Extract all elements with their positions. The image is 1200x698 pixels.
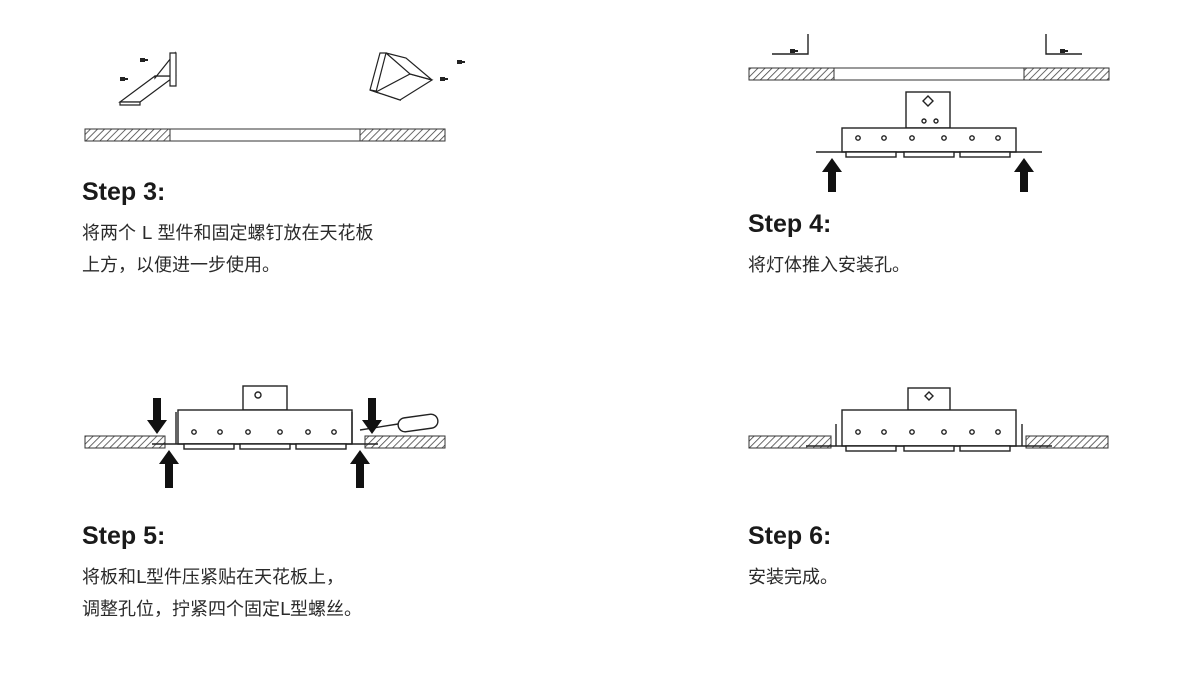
step-6-line-1: 安装完成。	[748, 567, 838, 588]
lamp-body	[806, 387, 1052, 452]
screw-icon	[120, 58, 148, 81]
push-up-arrow-icon	[159, 450, 370, 488]
l-bracket-right	[1045, 34, 1082, 55]
step-3-line-2: 上方，以便进一步使用。	[82, 255, 280, 276]
step-5-line-1: 将板和L型件压紧贴在天花板上，	[82, 567, 345, 588]
l-bracket-left	[772, 34, 809, 55]
ceiling-board	[84, 128, 446, 142]
step-5-title: Step 5:	[82, 522, 166, 550]
screw-icon	[440, 60, 465, 81]
lamp-body	[816, 91, 1042, 158]
step-6-title: Step 6:	[748, 522, 832, 550]
screwdriver-icon	[359, 413, 439, 433]
step-3-title: Step 3:	[82, 178, 166, 206]
step-6-description: 安装完成。	[748, 562, 838, 594]
ceiling-board	[748, 67, 1110, 81]
l-bracket-right	[369, 52, 434, 101]
ceiling-board	[748, 435, 1109, 449]
ceiling-board	[84, 435, 446, 449]
step-3-description: 将两个 L 型件和固定螺钉放在天花板 上方，以便进一步使用。	[82, 218, 373, 282]
step-5-illustration	[84, 385, 446, 488]
step-3-illustration	[84, 51, 465, 142]
step-5-line-2: 调整孔位，拧紧四个固定L型螺丝。	[82, 599, 363, 620]
lamp-body	[152, 385, 378, 450]
l-bracket-left	[118, 51, 177, 106]
push-down-arrow-icon	[147, 398, 382, 434]
step-6-illustration	[748, 387, 1109, 452]
screw-icon	[1060, 49, 1068, 53]
screw-icon	[790, 49, 798, 53]
step-5-description: 将板和L型件压紧贴在天花板上， 调整孔位，拧紧四个固定L型螺丝。	[82, 562, 362, 626]
step-4-illustration	[748, 34, 1110, 192]
step-4-description: 将灯体推入安装孔。	[748, 250, 910, 282]
step-4-title: Step 4:	[748, 210, 832, 238]
push-up-arrow-icon	[822, 158, 1034, 192]
step-3-line-1: 将两个 L 型件和固定螺钉放在天花板	[82, 223, 374, 244]
step-4-line-1: 将灯体推入安装孔。	[748, 255, 910, 276]
